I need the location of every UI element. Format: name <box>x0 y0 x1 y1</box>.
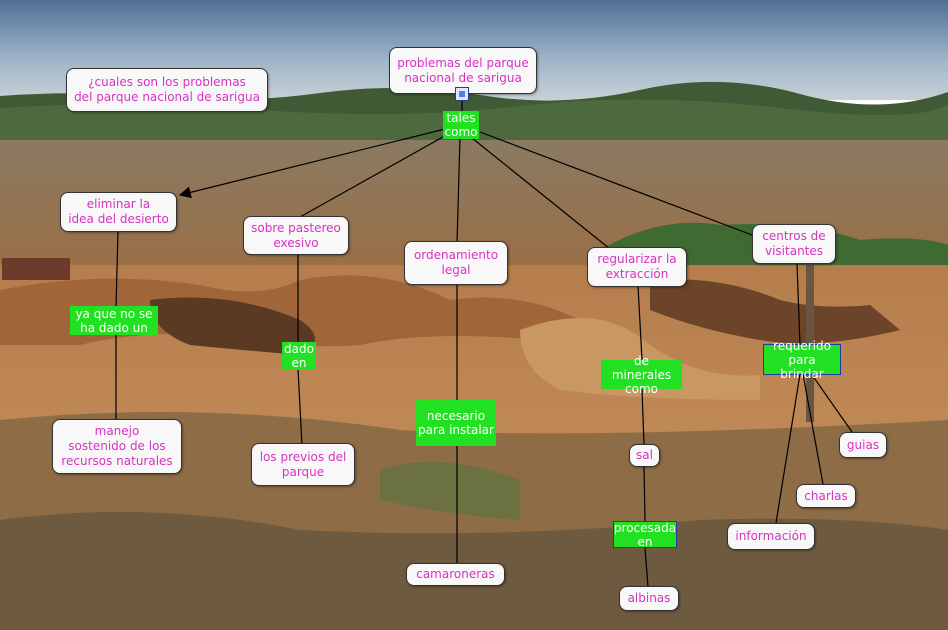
node-informacion[interactable]: información <box>727 523 815 550</box>
node-regularizar-extraccion[interactable]: regularizar la extracción <box>587 247 687 287</box>
node-centros-visitantes[interactable]: centros de visitantes <box>752 224 836 264</box>
node-manejo-sostenido[interactable]: manejo sostenido de los recursos natural… <box>52 419 182 474</box>
document-icon[interactable] <box>455 87 469 101</box>
link-de-minerales[interactable]: de minerales como <box>601 360 682 389</box>
node-sobre-pastoreo[interactable]: sobre pastereo exesivo <box>243 216 349 255</box>
node-charlas[interactable]: charlas <box>796 484 856 508</box>
node-ordenamiento-legal[interactable]: ordenamiento legal <box>404 241 508 285</box>
node-albinas[interactable]: albinas <box>619 586 679 611</box>
node-focus-question[interactable]: ¿cuales son los problemas del parque nac… <box>66 68 268 112</box>
link-ya-que[interactable]: ya que no se ha dado un <box>70 306 158 335</box>
node-previos-parque[interactable]: los previos del parque <box>251 443 355 486</box>
node-eliminar-desierto[interactable]: eliminar la idea del desierto <box>60 192 177 232</box>
link-procesada-en[interactable]: procesada en <box>613 521 677 548</box>
link-dado-en[interactable]: dado en <box>282 342 316 370</box>
node-guias[interactable]: guias <box>839 432 887 458</box>
node-camaroneras[interactable]: camaroneras <box>406 563 505 586</box>
node-sal[interactable]: sal <box>629 444 660 467</box>
link-necesario-instalar[interactable]: necesario para instalar <box>416 400 496 446</box>
link-requerido-brindar[interactable]: requerido para brindar <box>763 344 841 375</box>
link-tales-como[interactable]: tales como <box>443 111 479 139</box>
